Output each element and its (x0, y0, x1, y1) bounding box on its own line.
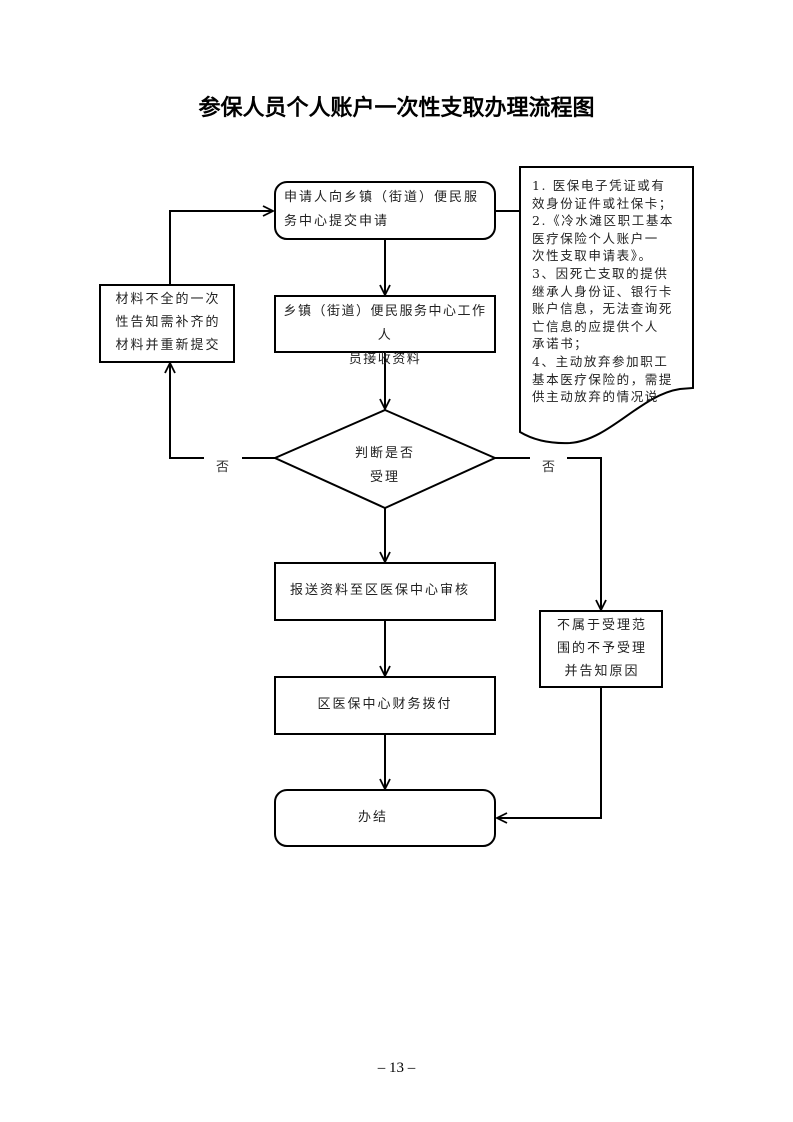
edge-incomplete-apply (169, 205, 276, 285)
node-apply-line-1: 申请人向乡镇（街道）便民服 (284, 190, 480, 205)
node-apply-text: 申请人向乡镇（街道）便民服 务中心提交申请 (284, 186, 494, 234)
note-line: 亡信息的应提供个人 (532, 318, 659, 334)
note-line: 承诺书； (532, 336, 589, 352)
page-title: 参保人员个人账户一次性支取办理流程图 (198, 96, 595, 121)
node-incomplete-line-2: 性告知需补齐的 (115, 315, 221, 330)
page-number: – 13 – (377, 1060, 416, 1076)
note-line: 4、主动放弃参加职工 (532, 353, 669, 369)
node-reject-line-3: 并告知原因 (564, 664, 640, 679)
node-receive-line-2: 员接收资料 (348, 352, 422, 367)
node-incomplete-shape (99, 284, 235, 363)
node-submit-review-text: 报送资料至区医保中心审核 (290, 583, 471, 598)
note-line: 次性支取申请表》。 (532, 248, 653, 264)
note-line: 1. 医保电子凭证或有 (532, 178, 666, 193)
edge-label-right-no: 否 (542, 460, 556, 475)
note-line: 效身份证件或社保卡； (532, 195, 674, 211)
note-line: 供主动放弃的情况说 (532, 389, 659, 405)
node-decision-line-1: 判断是否 (354, 446, 415, 461)
edge-label-left-no: 否 (216, 460, 230, 475)
node-reject-text: 不属于受理范 围的不予受理 并告知原因 (543, 614, 661, 683)
node-decision-text: 判断是否 受理 (335, 442, 435, 490)
note-line: 3、因死亡支取的提供 (532, 265, 669, 281)
node-incomplete-line-1: 材料不全的一次 (115, 292, 221, 307)
requirements-note-shape (519, 166, 694, 445)
node-receive-line-1: 乡镇（街道）便民服务中心工作人 (283, 304, 487, 343)
requirements-note-text: 1. 医保电子凭证或有 效身份证件或社保卡； 2.《冷水滩区职工基本 医疗保险个… (532, 177, 692, 406)
edge-decision-right-b (567, 457, 607, 613)
note-line: 继承人身份证、银行卡 (532, 283, 674, 299)
node-incomplete-line-3: 材料并重新提交 (115, 338, 221, 353)
node-done-shape (274, 789, 496, 847)
node-incomplete-text: 材料不全的一次 性告知需补齐的 材料并重新提交 (104, 288, 232, 357)
note-line: 账户信息，无法查询死 (532, 301, 674, 317)
note-line: 基本医疗保险的，需提 (532, 371, 674, 387)
node-done-text: 办结 (358, 810, 389, 825)
node-decision-line-2: 受理 (369, 470, 400, 485)
edge-reject-done (494, 687, 602, 824)
node-payment-text: 区医保中心财务拨付 (317, 697, 453, 712)
node-apply-line-2: 务中心提交申请 (284, 214, 390, 229)
node-reject-line-2: 围的不予受理 (556, 641, 647, 656)
edge-decision-left-b (164, 360, 204, 459)
note-line: 2.《冷水滩区职工基本 (532, 213, 675, 229)
note-line: 医疗保险个人账户一 (532, 230, 659, 246)
node-reject-line-1: 不属于受理范 (556, 618, 647, 633)
node-receive-text: 乡镇（街道）便民服务中心工作人 员接收资料 (278, 300, 492, 372)
